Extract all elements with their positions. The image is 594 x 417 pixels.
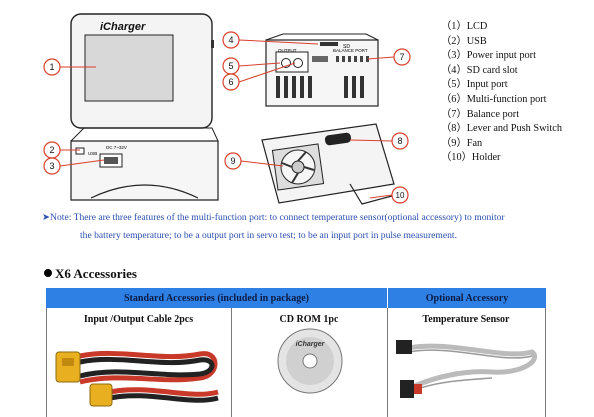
legend-item-lcd: （1）LCD — [441, 21, 488, 32]
device-logo: iCharger — [100, 21, 146, 33]
cd-label: iCharger — [296, 341, 326, 348]
callout-1: 1 — [49, 62, 54, 72]
bullet-icon — [44, 269, 52, 277]
charger-bottom-view — [261, 123, 395, 205]
callout-7: 7 — [399, 52, 404, 62]
callout-4: 4 — [228, 35, 233, 45]
svg-text:DC 7~32V: DC 7~32V — [106, 145, 127, 150]
legend-item-fan: （9）Fan — [441, 137, 483, 149]
callout-lines — [59, 39, 395, 199]
charger-side-view: USB DC 7~32V — [70, 127, 219, 201]
charger-rear-view: SD OUTPUT BALANCE PORT — [265, 33, 379, 107]
svg-text:OUTPUT: OUTPUT — [278, 48, 297, 53]
sensor-icon — [396, 340, 537, 398]
legend-item-holder: （10）Holder — [441, 152, 501, 164]
note-text-1: Note: There are three features of the mu… — [50, 212, 505, 223]
svg-text:SD: SD — [343, 44, 350, 50]
legend-item-input-port: （5）Input port — [441, 79, 508, 91]
callout-3: 3 — [49, 161, 54, 171]
charger-front-view: iCharger — [70, 13, 214, 129]
legend-item-lever-switch: （8）Lever and Push Switch — [441, 123, 562, 135]
legend-item-multi-function: （6）Multi-function port — [441, 93, 547, 105]
callout-6: 6 — [228, 77, 233, 87]
callout-5: 5 — [228, 61, 233, 71]
svg-text:USB: USB — [88, 151, 97, 156]
callout-10: 10 — [396, 191, 405, 200]
parts-legend: （1）LCD （2）USB （3）Power input port （4）SD … — [441, 20, 562, 166]
note-line-1: ➤Note: There are three features of the m… — [42, 212, 505, 223]
legend-item-power-input: （3）Power input port — [441, 50, 536, 62]
callout-8: 8 — [397, 136, 402, 146]
device-illustrations: iCharger SD OUTPUT BALANCE PORT USB — [43, 13, 411, 205]
optional-accessory-header: Optional Accessory — [388, 288, 546, 308]
cable-icon — [55, 350, 219, 407]
standard-accessories-header: Standard Accessories (included in packag… — [46, 288, 387, 308]
accessory-name-cable: Input /Output Cable 2pcs — [83, 314, 194, 325]
callout-2: 2 — [49, 145, 54, 155]
legend-item-balance-port: （7）Balance port — [441, 108, 520, 120]
accessory-name-cd: CD ROM 1pc — [279, 314, 339, 325]
cd-icon: iCharger — [277, 328, 343, 394]
legend-item-usb: （2）USB — [441, 35, 487, 47]
accessories-title: X6 Accessories — [44, 266, 137, 282]
note-line-2: the battery temperature; to be a output … — [80, 230, 457, 241]
legend-item-sd-card: （4）SD card slot — [441, 64, 518, 76]
svg-text:BALANCE PORT: BALANCE PORT — [333, 48, 368, 53]
callout-markers — [43, 31, 411, 204]
note-arrow-icon: ➤ — [42, 212, 51, 223]
accessory-name-sensor: Temperature Sensor — [422, 314, 510, 325]
callout-9: 9 — [230, 156, 235, 166]
